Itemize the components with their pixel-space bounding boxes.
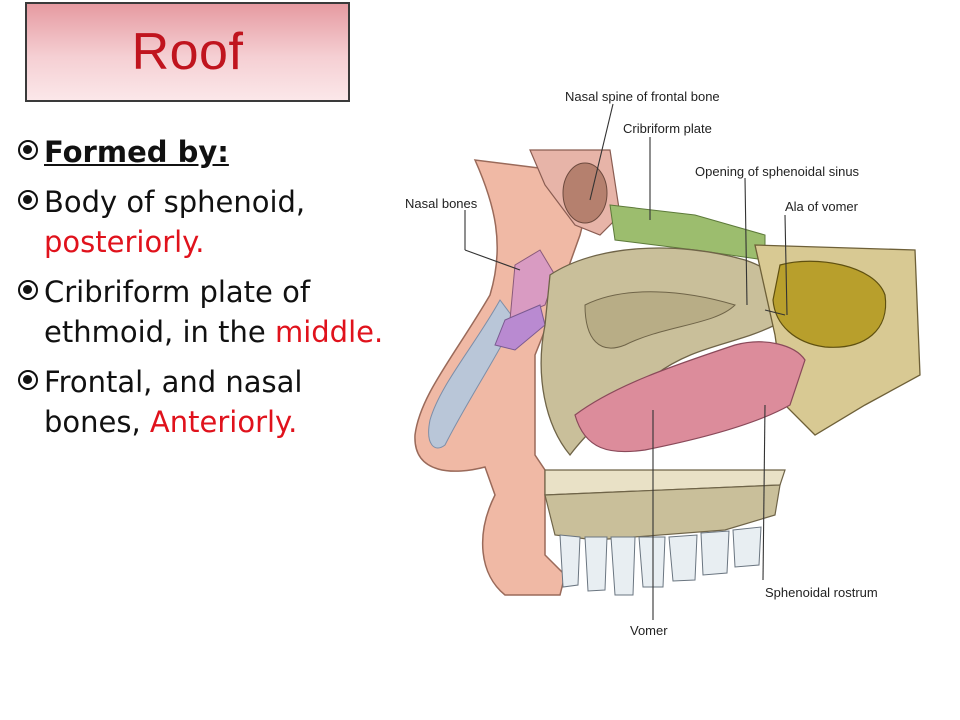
bullet-text: Cribriform plate of ethmoid, in the — [44, 275, 311, 349]
teeth — [559, 526, 762, 596]
leader-lines — [464, 103, 788, 620]
label-sphenoidal-rostrum: Sphenoidal rostrum — [765, 585, 878, 600]
label-nasal-bones: Nasal bones — [405, 196, 478, 211]
label-vomer: Vomer — [630, 623, 668, 638]
middle-concha — [584, 291, 736, 349]
frontal-sinus — [562, 162, 608, 224]
title-box: Roof — [25, 2, 350, 102]
bullet-highlight: middle. — [274, 315, 384, 349]
label-sphenoidal-opening: Opening of sphenoidal sinus — [695, 164, 860, 179]
sphenoidal-sinus — [772, 260, 887, 348]
bullet-icon — [18, 190, 38, 210]
bullet-highlight: Anteriorly. — [149, 405, 298, 439]
bullet-item: Body of sphenoid, posteriorly. — [18, 182, 388, 262]
bullet-icon — [18, 370, 38, 390]
bullet-icon — [18, 140, 38, 160]
bullet-heading: Formed by: — [44, 135, 229, 169]
slide-title: Roof — [131, 23, 244, 81]
label-cribriform: Cribriform plate — [623, 121, 712, 136]
septum-mucosa — [574, 341, 806, 453]
bullet-list: Formed by: Body of sphenoid, posteriorly… — [18, 132, 388, 452]
bullet-text: Body of sphenoid, — [44, 185, 306, 219]
nasal-cavity-diagram: Nasal spine of frontal bone Cribriform p… — [405, 89, 921, 638]
label-ala-vomer: Ala of vomer — [785, 199, 859, 214]
bullet-icon — [18, 280, 38, 300]
label-nasal-spine: Nasal spine of frontal bone — [565, 89, 720, 104]
bullet-item: Formed by: — [18, 132, 388, 172]
bullet-item: Frontal, and nasal bones, Anteriorly. — [18, 362, 388, 442]
maxilla — [544, 484, 781, 541]
nasal-bone-lower — [494, 304, 546, 351]
bullet-text: Frontal, and nasal bones, — [44, 365, 303, 439]
nasal-cartilage — [428, 299, 516, 449]
bullet-item: Cribriform plate of ethmoid, in the midd… — [18, 272, 388, 352]
bullet-highlight: posteriorly. — [44, 225, 205, 259]
